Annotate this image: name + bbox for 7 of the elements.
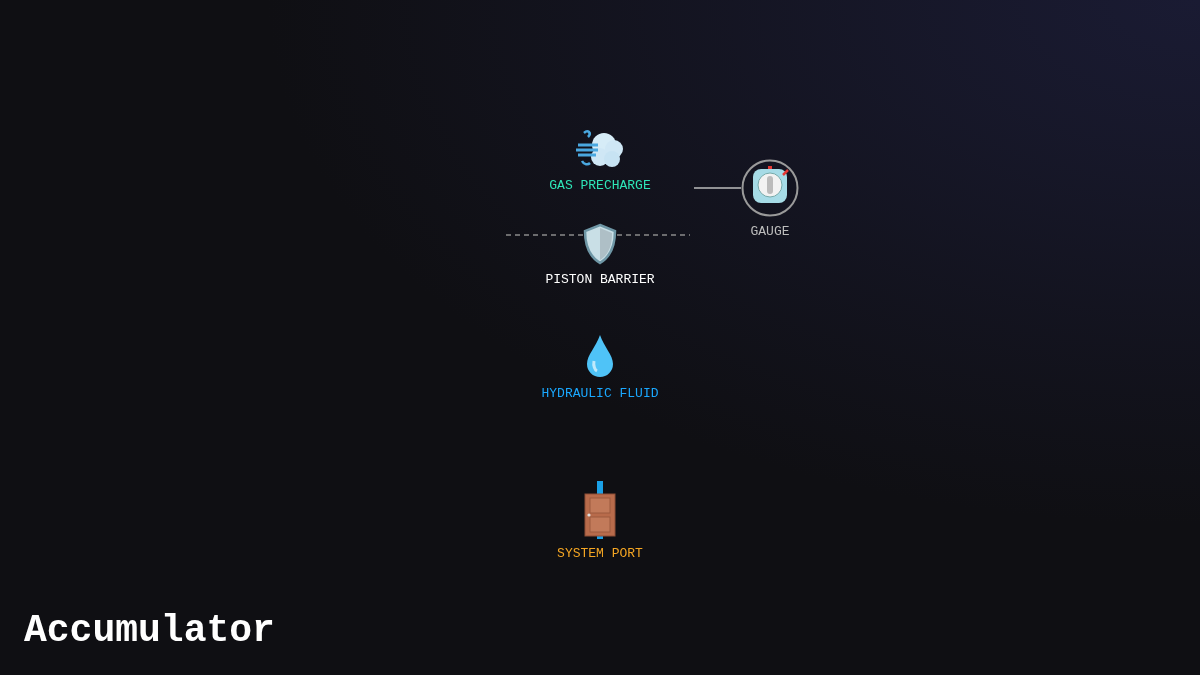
connector-line [693,187,742,189]
node-label: GAS PRECHARGE [549,179,651,192]
node-label: GAUGE [750,225,790,238]
node-label: PISTON BARRIER [545,273,655,286]
diagram-title: Accumulator [24,612,275,650]
node-label: HYDRAULIC FLUID [541,387,659,400]
node-label: SYSTEM PORT [557,547,643,560]
